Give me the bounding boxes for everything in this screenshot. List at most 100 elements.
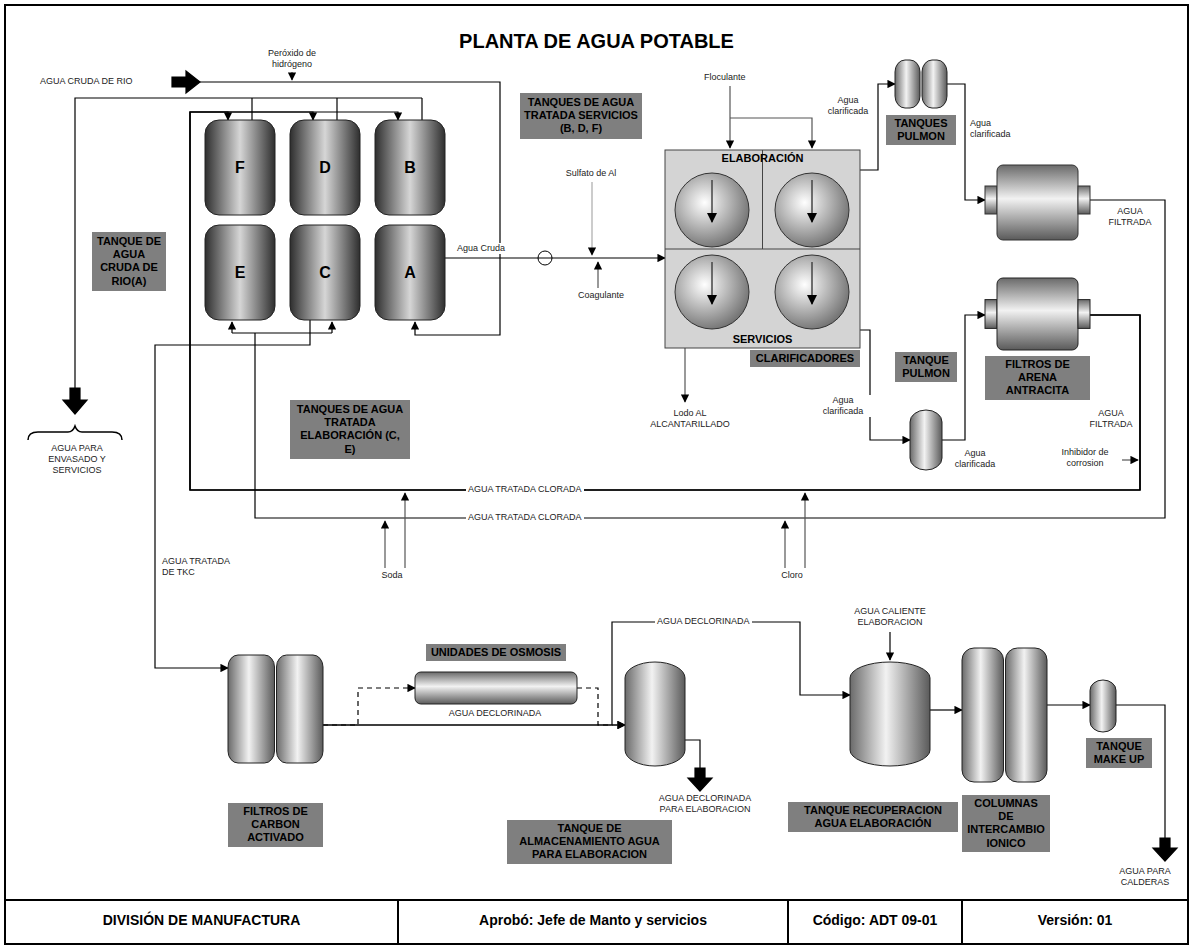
footer-cell: DIVISIÓN DE MANUFACTURA: [5, 912, 398, 928]
vertical-tank-outline: [850, 662, 930, 766]
pipe-connector: [190, 112, 1140, 490]
pipe-line: [232, 332, 332, 333]
flow-note: Cloro: [772, 570, 812, 581]
footer-cell: Aprobó: Jefe de Manto y servicios: [398, 912, 788, 928]
storage-tank: B: [375, 120, 445, 215]
storage-tank: F: [205, 120, 275, 215]
flow-note: AGUA FILTRADA: [1100, 206, 1160, 228]
flow-note: AGUA CALIENTE ELABORACION: [835, 606, 945, 628]
pipe-line: [28, 71, 1177, 861]
clarifier-frame: [665, 150, 860, 348]
group-label-box: TANQUES DE AGUA TRATADA SERVICIOS (B, D,…: [520, 93, 642, 139]
clarifier-block: ELABORACIÓNSERVICIOSCLARIFICADORES: [665, 150, 860, 348]
pipe-line: [685, 740, 700, 768]
pipe-line: [804, 493, 805, 568]
pipe-connector: [577, 688, 625, 725]
storage-tank: A: [375, 225, 445, 320]
flow-note: AGUA CRUDA DE RIO: [40, 76, 180, 87]
pipe-connector: [930, 709, 962, 710]
vessel-body: [228, 655, 275, 763]
page-frame: [961, 900, 963, 944]
pipe-line: [251, 98, 252, 120]
clarifier-basin: [675, 255, 749, 329]
tank-letter: D: [290, 120, 360, 215]
vessel-body: [895, 60, 920, 108]
pipe-line: [597, 262, 598, 288]
pipe-line: [331, 322, 332, 333]
page-frame: [787, 900, 789, 944]
flow-note: AGUA DECLORINADA: [440, 708, 550, 719]
equipment-label: SERVICIOS: [665, 333, 860, 345]
flow-note: AGUA PARA CALDERAS: [1105, 866, 1185, 888]
sand-filter: [997, 165, 1078, 240]
pipe-line: [421, 98, 422, 120]
flow-arrow: [811, 180, 813, 222]
flow-arrow: [711, 180, 713, 222]
equipment-label: TANQUES PULMON: [886, 115, 956, 145]
vessel-body: [962, 648, 1004, 782]
pipe-connector: [860, 330, 910, 440]
pipe-line: [63, 388, 87, 414]
vertical-tank: TANQUE PULMON: [910, 410, 942, 470]
vertical-tank-outline: [910, 410, 942, 470]
pipe-line: [729, 86, 730, 148]
ion-exchange-column-outline: [962, 648, 1047, 782]
clarifier-basin: [775, 255, 849, 329]
osmosis-unit-outline: [415, 672, 577, 704]
storage-tank: E: [205, 225, 275, 320]
vessel-body: [922, 60, 947, 108]
pipe-line: [784, 521, 785, 568]
pipe-connector: [155, 320, 310, 668]
edge-label: Agua clarificada: [948, 448, 1002, 470]
page-frame: [5, 5, 1188, 944]
equipment-label: TANQUES DE AGUA TRATADA SERVICIOS (B, D,…: [524, 96, 638, 136]
storage-tank: D: [290, 120, 360, 215]
flow-note: Sulfato de Al: [556, 168, 626, 179]
vertical-tank-outline: [625, 662, 685, 766]
equipment-label: TANQUE DE ALMACENAMIENTO AGUA PARA ELABO…: [507, 820, 672, 864]
tank-letter: A: [375, 225, 445, 320]
sand-filter-outline: [985, 278, 1090, 350]
flow-note: Agua clarificada: [970, 118, 1018, 140]
sand-filter: [985, 186, 997, 214]
flow-note: Peróxido de hidrógeno: [250, 48, 334, 70]
vessel-body: [997, 278, 1078, 350]
tank-letter: E: [205, 225, 275, 320]
pipe-line: [684, 348, 685, 402]
page-frame: [397, 900, 399, 944]
pipe-line: [889, 632, 890, 660]
vessel-body: [1090, 680, 1116, 732]
flow-arrow: [811, 262, 813, 304]
equipment-label: ELABORACIÓN: [665, 152, 860, 164]
equipment-label: TANQUE DE AGUA CRUDA DE RIO(A): [96, 235, 162, 288]
flow-note: Inhibidor de corrosion: [1050, 447, 1120, 469]
vessel-body: [290, 225, 360, 320]
equipment-label: CLARIFICADORES: [750, 350, 860, 367]
pipe-connector: [323, 622, 850, 725]
pipe-line: [1116, 705, 1165, 838]
flow-note: Soda: [372, 570, 412, 581]
vertical-tank: TANQUE DE ALMACENAMIENTO AGUA PARA ELABO…: [625, 662, 685, 766]
pipe-connector: [323, 688, 415, 725]
vessel-body: [625, 662, 685, 766]
vertical-tank: TANQUE RECUPERACION AGUA ELABORACIÓN: [850, 662, 930, 766]
pipe-line: [404, 493, 405, 568]
twin-tank: FILTROS DE CARBON ACTIVADO: [228, 655, 323, 763]
edge-label: Agua clarificada: [820, 95, 876, 117]
edge-label: AGUA DECLORINADA: [655, 616, 752, 627]
flow-note: Coagulante: [566, 290, 636, 301]
flow-note: AGUA TRATADA CLORADA: [466, 512, 584, 523]
vessel-body: [1078, 300, 1090, 329]
twin-tank-outline: [228, 655, 323, 763]
vessel-body: [375, 225, 445, 320]
vessel-body: [290, 120, 360, 215]
pipe-line: [172, 71, 200, 93]
pipe-line: [688, 768, 712, 791]
pipe-connector: [190, 112, 1140, 490]
page-frame: [5, 5, 1188, 944]
pipe-connector: [190, 112, 1140, 490]
equipment-label: FILTROS DE ARENA ANTRACITA: [985, 356, 1090, 400]
edge-label: Agua Cruda: [455, 243, 507, 254]
sand-filter: FILTROS DE ARENA ANTRACITA: [985, 278, 1090, 350]
